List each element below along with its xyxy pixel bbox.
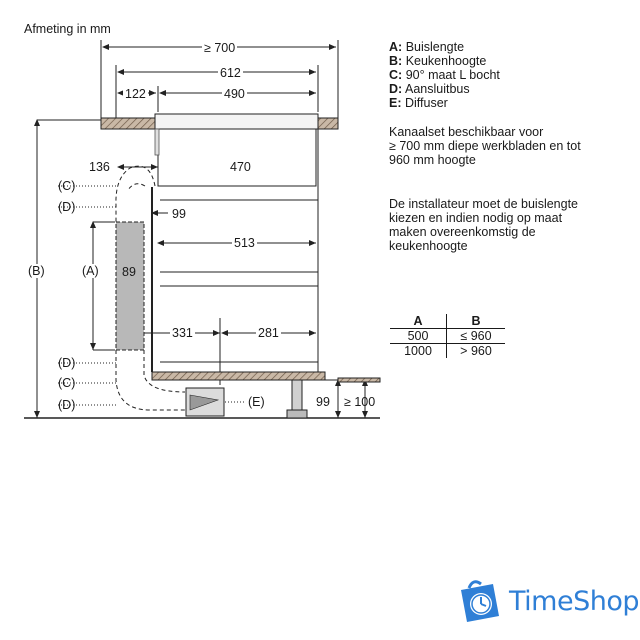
dim-pipe-offset: 99 <box>172 207 186 221</box>
legend-item-d: D: Aansluitbus <box>389 82 470 96</box>
dim-hob-body: 470 <box>228 160 253 174</box>
brand-name: TimeShop <box>509 585 640 617</box>
dim-rear-part: 490 <box>222 87 247 101</box>
legend-item-a: A: Buislengte <box>389 40 465 54</box>
timeshop-logo: TimeShop <box>455 578 640 624</box>
legend-item-c: C: 90° maat L bocht <box>389 68 500 82</box>
label-e: (E) <box>248 395 265 409</box>
label-c-top: (C) <box>58 179 76 193</box>
dim-pipe-width: 89 <box>122 265 136 279</box>
label-d-bottom: (D) <box>58 398 76 412</box>
dim-inner-depth: 513 <box>232 236 257 250</box>
dim-plinth-height: 99 <box>316 395 330 409</box>
dim-plinth-rear: 281 <box>256 326 281 340</box>
dim-front-offset: 122 <box>123 87 148 101</box>
dim-plinth-front: 331 <box>170 326 195 340</box>
dim-worktop-depth: ≥ 700 <box>202 41 238 55</box>
table-header-b: B <box>446 314 505 329</box>
legend: A: Buislengte B: Keukenhoogte C: 90° maa… <box>389 40 500 110</box>
label-b: (B) <box>26 264 47 278</box>
note-installateur: De installateur moet de buislengte kieze… <box>389 197 579 253</box>
label-d-top: (D) <box>58 200 76 214</box>
dim-hob-depth: 612 <box>218 66 243 80</box>
drawing-title: Afmeting in mm <box>24 22 111 36</box>
label-a: (A) <box>80 264 101 278</box>
legend-item-b: B: Keukenhoogte <box>389 54 487 68</box>
note-kanaalset: Kanaalset beschikbaar voor ≥ 700 mm diep… <box>389 125 581 167</box>
dim-plinth-min: ≥ 100 <box>344 395 376 409</box>
table-row: 500≤ 960 <box>390 328 505 344</box>
dim-front-gap: 136 <box>89 160 110 174</box>
label-c-bottom: (C) <box>58 376 76 390</box>
legend-item-e: E: Diffuser <box>389 96 448 110</box>
clock-bag-icon <box>461 580 499 622</box>
label-d-mid: (D) <box>58 356 76 370</box>
table-header-a: A <box>390 314 447 329</box>
table-row: 1000> 960 <box>390 343 505 358</box>
